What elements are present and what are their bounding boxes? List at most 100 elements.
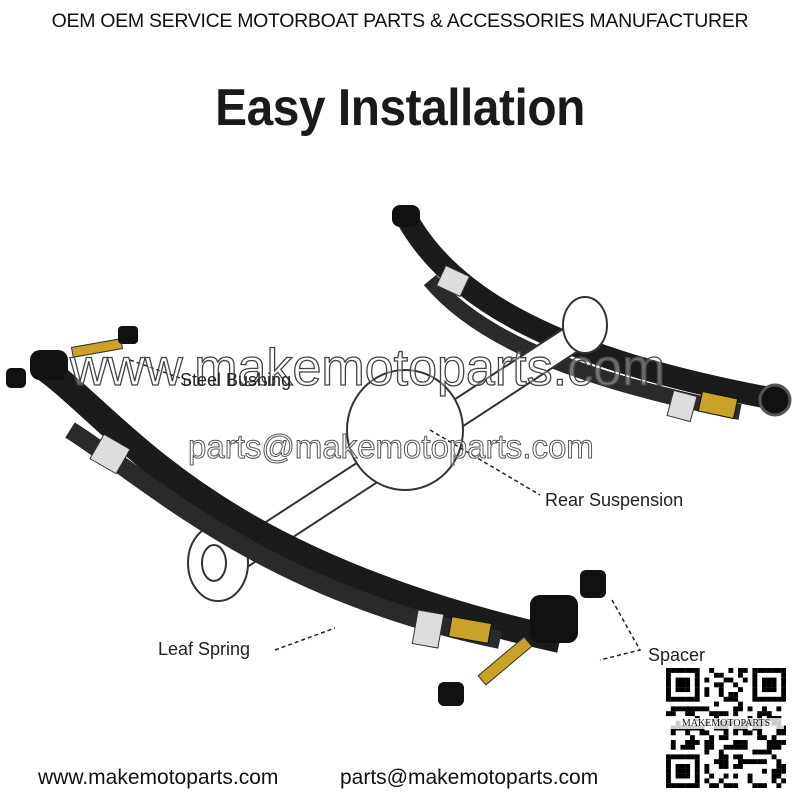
qr-module [738,706,743,712]
qr-module [762,768,767,774]
qr-module [771,677,777,683]
qr-module [776,740,782,745]
qr-module [718,749,724,755]
qr-module [694,764,700,769]
qr-module [738,759,743,765]
qr-module [752,668,758,673]
qr-module [771,740,777,745]
qr-module [704,740,710,745]
qr-module [776,764,782,769]
qr-module [762,677,767,683]
qr-module [781,778,786,784]
qr-module [762,687,767,693]
qr-module [685,754,691,760]
qr-module [766,677,772,683]
qr-module [742,677,748,683]
qr-module [680,696,686,702]
qr-module [685,768,691,774]
qr-module [718,682,724,688]
qr-module [752,687,758,693]
qr-module [709,711,715,717]
qr-module [738,764,743,769]
qr-module [733,744,739,750]
qr-module [670,668,676,673]
qr-module [766,687,772,693]
qr-module [709,744,715,750]
qr-module [733,696,739,702]
qr-module [723,711,729,717]
qr-module [718,764,724,769]
qr-module [742,740,748,745]
qr-module [757,735,763,741]
qr-module [781,687,786,693]
qr-module [771,778,777,784]
qr-module [728,783,734,788]
qr-module [666,764,671,769]
qr-module [781,677,786,683]
qr-module [666,692,671,697]
label-spacer: Spacer [648,645,706,665]
qr-module [714,672,719,678]
qr-module [752,696,758,702]
watermark-website: www.makemotoparts.com [69,338,666,397]
qr-module [771,754,777,760]
qr-module [680,764,686,769]
qr-module [694,768,700,774]
qr-module [771,744,777,750]
qr-module [670,744,676,750]
qr-module [666,687,671,693]
qr-module [718,735,724,741]
qr-module [680,668,686,673]
qr-module [694,668,700,673]
qr-module [694,682,700,688]
qr-module [766,749,772,755]
watermark-email: parts@makemotoparts.com [188,428,595,466]
qr-module [757,759,763,765]
qr-module [718,711,724,717]
label-leaf-spring: Leaf Spring [158,639,251,659]
qr-module [723,696,729,702]
qr-module [694,773,700,779]
qr-module [694,672,700,678]
qr-module [776,744,782,750]
qr-module [757,711,763,717]
qr-module [694,696,700,702]
qr-module [704,778,710,784]
qr-module [694,692,700,697]
qr-module [766,682,772,688]
qr-module [757,783,763,788]
qr-module [718,759,724,765]
qr-module [666,783,671,788]
qr-module [757,749,763,755]
qr-module [723,773,729,779]
qr-module [771,773,777,779]
qr-module [694,783,700,788]
qr-module [752,759,758,765]
qr-module [670,706,676,712]
qr-module [709,783,715,788]
qr-module [670,740,676,745]
qr-module [685,677,691,683]
qr-module [762,668,767,673]
qr-module [752,783,758,788]
qr-module [704,744,710,750]
qr-module [723,677,729,683]
qr-module [690,668,695,673]
qr-module [666,696,671,702]
qr-module [685,773,691,779]
qr-module [675,682,681,688]
qr-module [704,692,710,697]
qr-module [762,783,767,788]
footer-website[interactable]: www.makemotoparts.com [38,766,279,789]
qr-module [781,768,786,774]
qr-module [776,668,782,673]
qr-module [762,682,767,688]
qr-module [690,740,695,745]
qr-module [766,668,772,673]
qr-module [757,730,763,736]
footer-email[interactable]: parts@makemotoparts.com [340,766,599,789]
qr-module [690,696,695,702]
qr-module [704,706,710,712]
qr-module [771,696,777,702]
qr-module [728,677,734,683]
